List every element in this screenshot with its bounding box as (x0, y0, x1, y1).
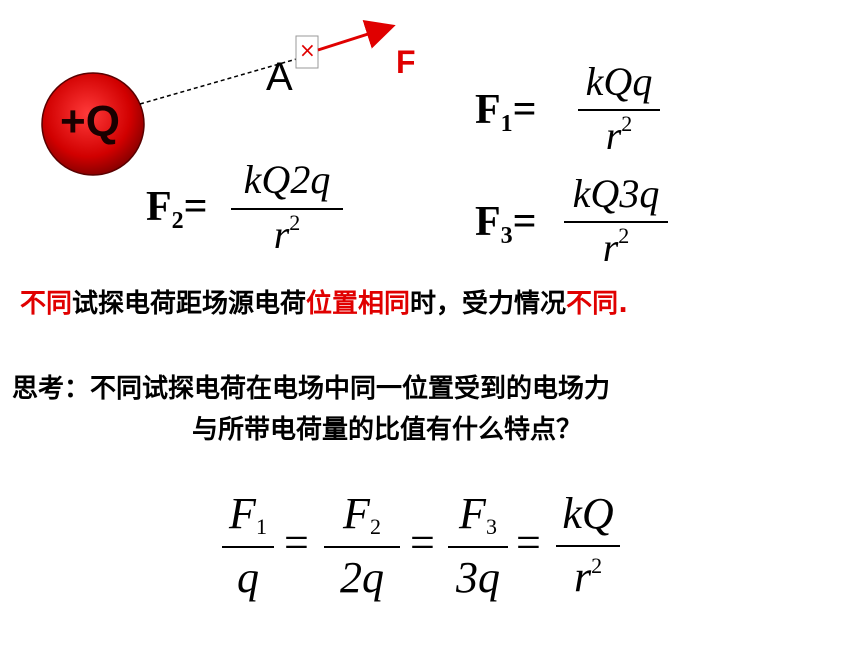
ratio-term-1: F1 q (222, 488, 274, 603)
source-charge-label: +Q (60, 97, 120, 146)
question-line1: 思考：不同试探电荷在电场中同一位置受到的电场力 (12, 374, 611, 404)
f2-fraction: kQ2q r2 (231, 156, 343, 258)
statement-line: 不同试探电荷距场源电荷位置相同时，受力情况不同. (20, 283, 628, 320)
f1-fraction-bar (578, 109, 660, 111)
statement-part3: 位置相同 (306, 289, 411, 319)
f1-denominator: r2 (605, 110, 633, 158)
f3-numerator: kQ3q (572, 171, 660, 216)
ratio-term-3: F3 3q (448, 488, 508, 603)
point-a-label: A (266, 55, 293, 99)
question-line2: 与所带电荷量的比值有什么特点？ (192, 415, 583, 445)
f3-denominator: r2 (602, 222, 630, 270)
f2-denominator: r2 (273, 209, 301, 257)
test-charge-mark: × (299, 38, 316, 62)
f2-label: F2= (146, 184, 208, 234)
statement-part1: 不同 (20, 289, 73, 319)
force-arrow (317, 20, 396, 52)
f3-fraction-bar (564, 221, 668, 223)
statement-part2: 试探电荷距场源电荷 (72, 289, 307, 319)
f3-label: F3= (475, 199, 537, 249)
force-label: F (396, 44, 416, 80)
ratio-term-4: kQ r2 (556, 488, 620, 602)
ratio-equals-1: = (284, 518, 309, 567)
f1-fraction: kQq r2 (578, 58, 660, 159)
statement-part4: 时，受力情况 (410, 289, 567, 319)
test-charge-box (295, 35, 319, 69)
f2-numerator: kQ2q (243, 157, 331, 202)
ratio-equals-2: = (410, 518, 435, 567)
f2-fraction-bar (231, 208, 343, 210)
ratio-equals-3: = (516, 518, 541, 567)
source-charge-sphere (41, 72, 145, 176)
f3-fraction: kQ3q r2 (564, 170, 668, 271)
statement-part5: 不同. (566, 289, 628, 319)
ratio-term-2: F2 2q (324, 488, 400, 603)
f1-label: F1= (475, 87, 537, 137)
f1-numerator: kQq (585, 59, 653, 104)
